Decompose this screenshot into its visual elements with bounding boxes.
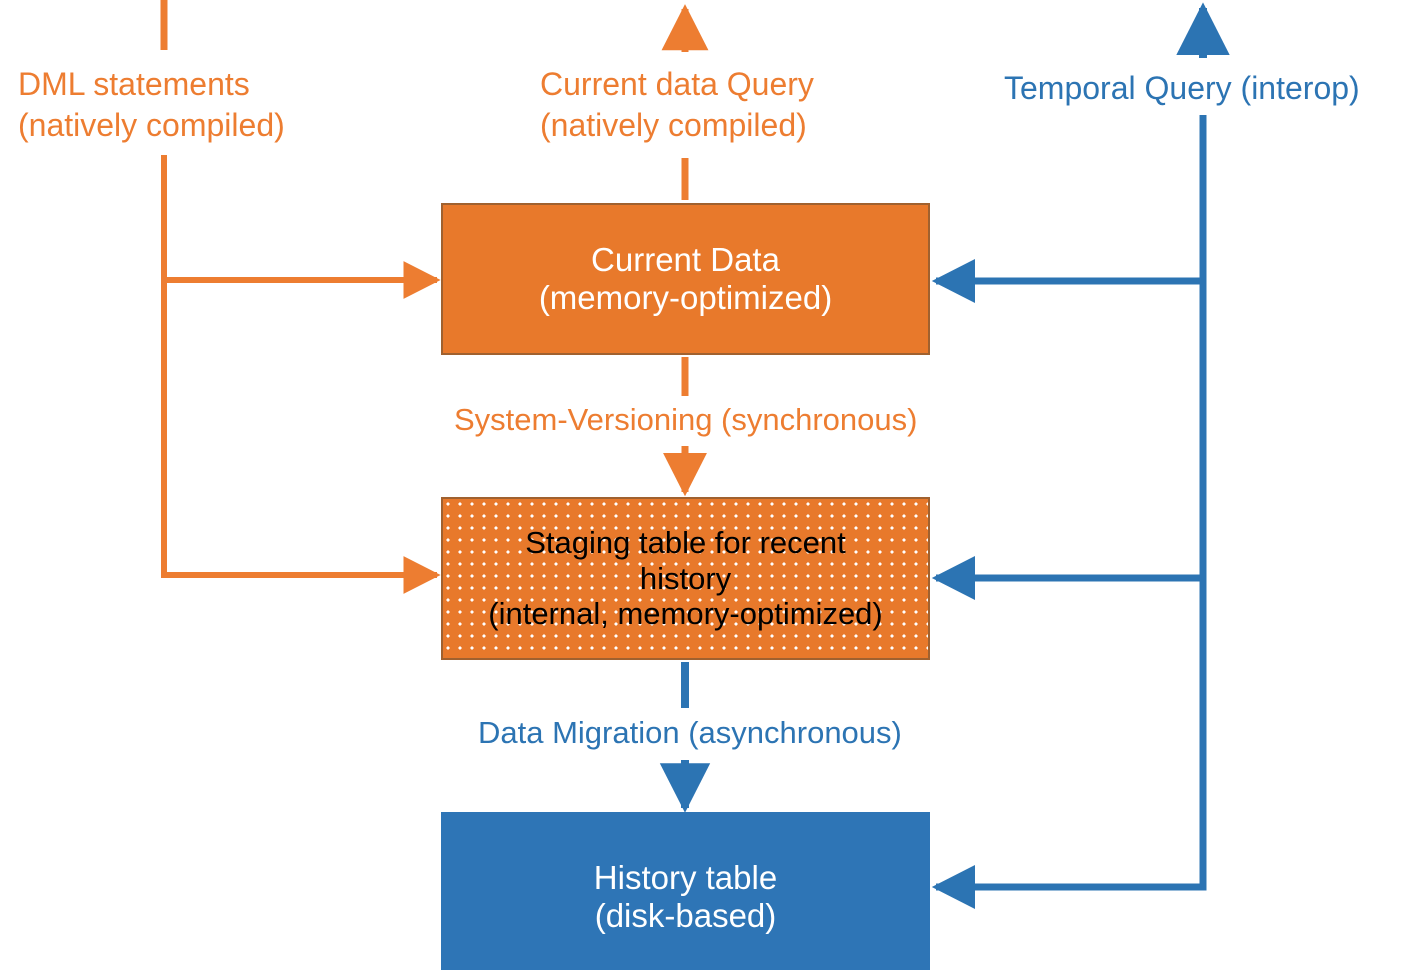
node-history-table-label: History table (disk-based) [593, 858, 778, 934]
node-history-table[interactable]: History table (disk-based) [441, 812, 930, 970]
connector-temporal-query-to-staging [931, 281, 1207, 601]
connector-temporal-query-to-current-data [931, 115, 1207, 304]
label-temporal-query: Temporal Query (interop) [1004, 70, 1360, 106]
label-data-migration: Data Migration (asynchronous) [478, 715, 902, 750]
connector-dml-to-staging-table [161, 280, 441, 594]
node-staging-table[interactable]: Staging table for recent history (intern… [441, 497, 930, 660]
connector-temporal-query-to-history [931, 578, 1207, 910]
connector-dml-to-current-data [161, 155, 441, 299]
node-current-data[interactable]: Current Data (memory-optimized) [441, 203, 930, 355]
node-staging-table-label: Staging table for recent history (intern… [488, 524, 883, 632]
node-current-data-label: Current Data (memory-optimized) [538, 240, 833, 316]
label-dml-statements: DML statements (natively compiled) [18, 66, 285, 143]
label-system-versioning: System-Versioning (synchronous) [454, 402, 918, 437]
label-current-data-query: Current data Query (natively compiled) [540, 66, 814, 143]
